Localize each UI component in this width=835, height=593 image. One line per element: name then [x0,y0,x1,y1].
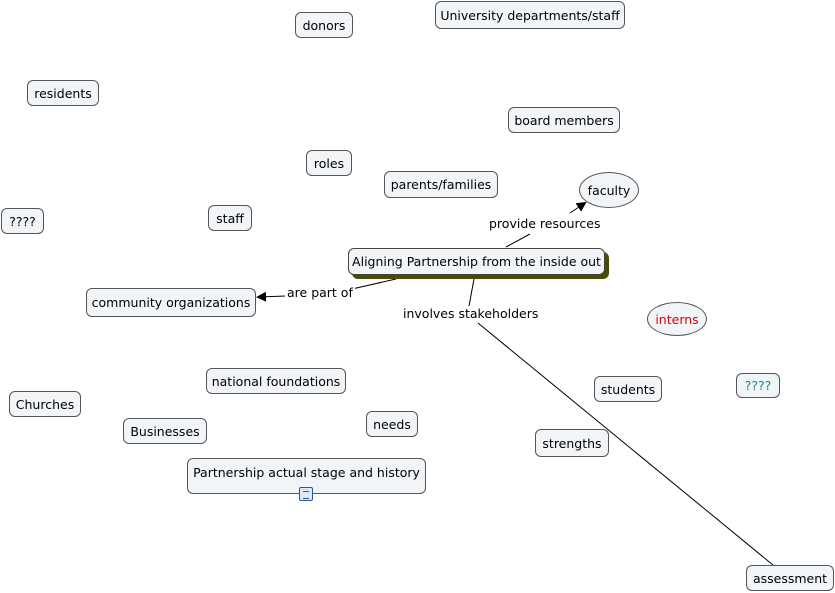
concept-label: roles [313,155,345,171]
concept-label: Partnership actual stage and history [193,465,420,480]
concept-residents[interactable]: residents [27,80,99,106]
concept-label: interns [655,311,699,327]
concept-label: assessment [752,570,828,586]
link-label-provide-resources[interactable]: provide resources [487,216,603,231]
concept-label: faculty [587,182,631,198]
concept-donors[interactable]: donors [295,12,353,38]
concept-interns[interactable]: interns [647,302,707,336]
line-main-to-provide-resources [505,233,531,248]
concept-label: donors [302,17,346,33]
concept-label: ???? [9,213,36,229]
concept-strengths[interactable]: strengths [535,429,609,457]
line-main-to-are-part-of [351,278,397,290]
concept-staff[interactable]: staff [208,205,252,231]
concept-board-members[interactable]: board members [508,107,620,133]
concept-label: national foundations [211,373,341,389]
concept-unknown-2[interactable]: ???? [736,373,780,398]
concept-needs[interactable]: needs [366,411,418,437]
concept-national-foundations[interactable]: national foundations [206,368,346,394]
concept-parents-families[interactable]: parents/families [384,171,498,198]
concept-label: staff [216,210,244,226]
concept-label: residents [34,85,92,101]
line-main-to-involves-stakeholders [468,278,475,307]
concept-label: students [600,381,656,397]
concept-assessment[interactable]: assessment [746,565,834,591]
concept-label: ???? [744,378,772,393]
concept-label: University departments/staff [440,7,620,23]
concept-roles[interactable]: roles [306,150,352,176]
concept-faculty[interactable]: faculty [579,172,639,208]
concept-label: strengths [542,435,602,451]
concept-unknown-1[interactable]: ???? [1,208,44,234]
main-concept-label: Aligning Partnership from the inside out [352,254,601,269]
concept-label: community organizations [91,295,251,310]
concept-churches[interactable]: Churches [9,391,81,417]
link-label-involves-stakeholders[interactable]: involves stakeholders [401,306,541,321]
document-icon[interactable] [299,487,313,501]
line-involves-stakeholders-to-assessment [477,322,774,566]
main-concept[interactable]: Aligning Partnership from the inside out [348,248,605,275]
concept-label: Businesses [130,423,200,439]
concept-label: Churches [15,396,75,412]
line-are-part-of-to-community [256,291,287,302]
concept-businesses[interactable]: Businesses [123,418,207,444]
concept-university-departments[interactable]: University departments/staff [435,1,625,29]
concept-label: parents/families [390,177,492,192]
concept-community-organizations[interactable]: community organizations [86,288,256,317]
concept-label: needs [373,416,411,432]
concept-label: board members [514,112,614,128]
line-provide-resources-to-faculty [569,201,587,214]
concept-students[interactable]: students [594,376,662,402]
link-label-are-part-of[interactable]: are part of [285,285,355,300]
